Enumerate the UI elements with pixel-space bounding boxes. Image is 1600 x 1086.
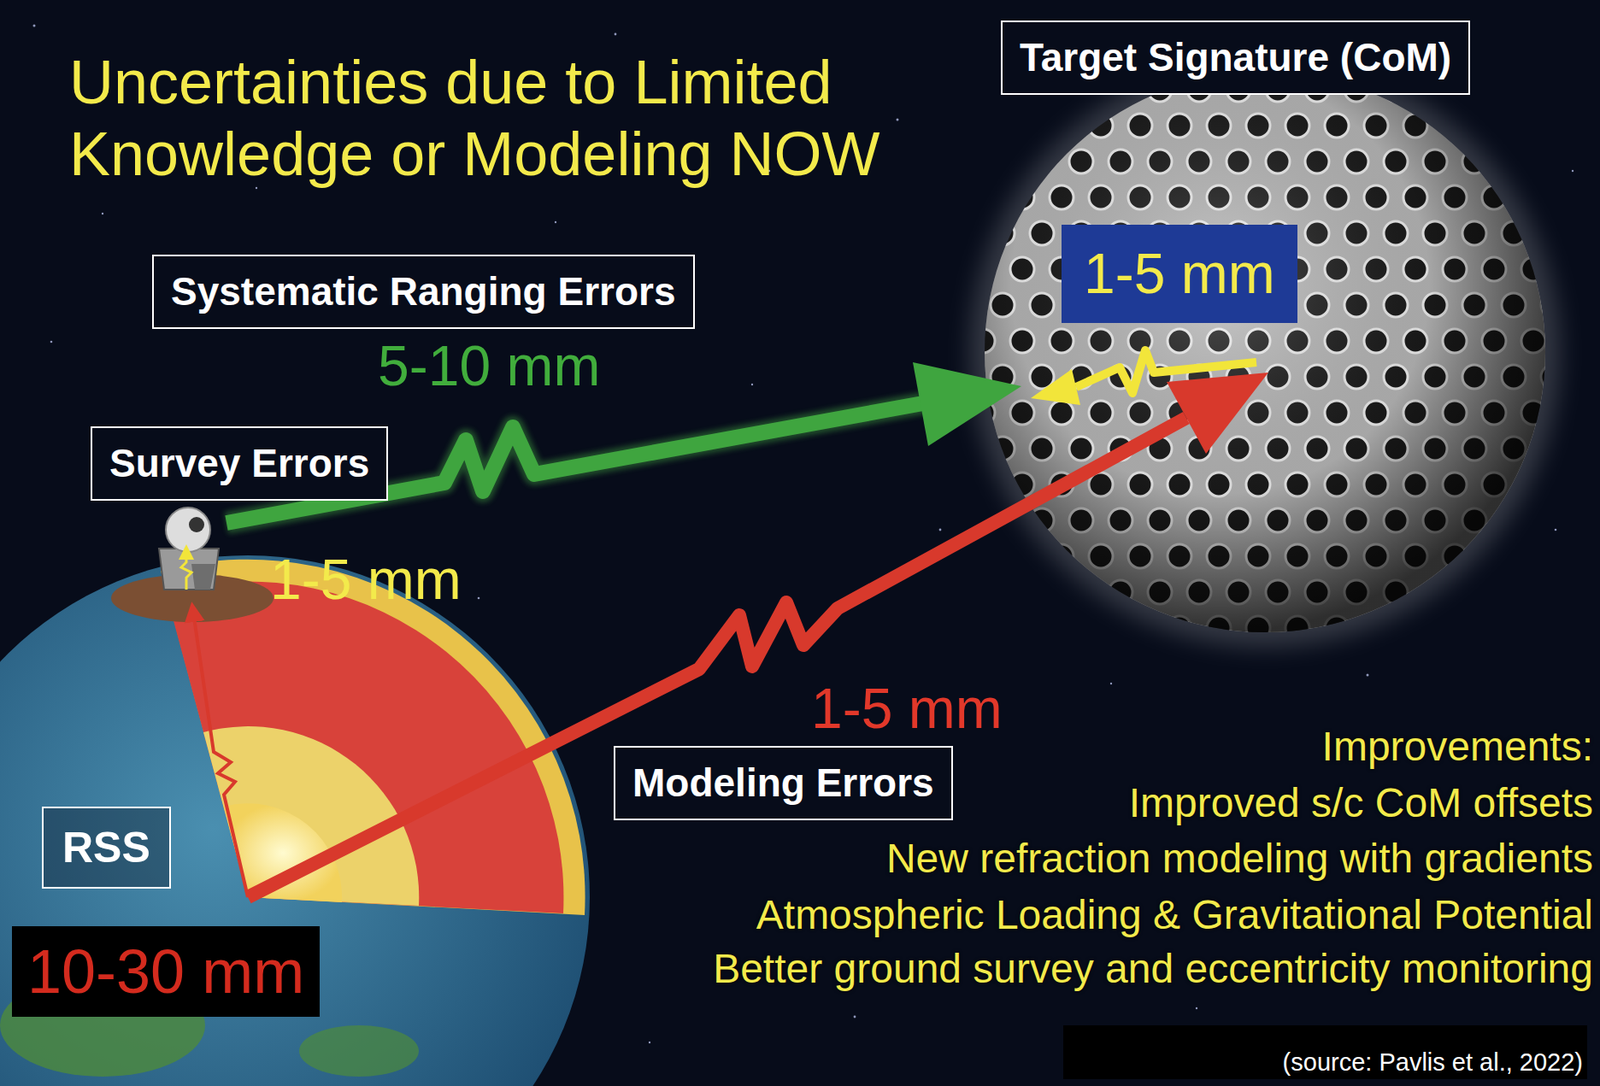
modeling-value: 1-5 mm (811, 680, 1003, 737)
satellite-sphere (970, 57, 1560, 648)
improvements-heading: Improvements: (1322, 723, 1594, 771)
core-to-station-line (193, 611, 248, 898)
survey-box: Survey Errors (90, 426, 389, 501)
com-offset-arrow (1030, 350, 1257, 406)
target-value-box: 1-5 mm (1061, 224, 1298, 324)
box-text: RSS (62, 822, 151, 874)
improvement-item: Atmospheric Loading & Gravitational Pote… (756, 891, 1594, 940)
improvement-item: Improved s/c CoM offsets (1129, 779, 1594, 828)
box-text: Systematic Ranging Errors (170, 268, 677, 316)
modeling-arrow (247, 372, 1269, 898)
modeling-box: Modeling Errors (613, 746, 953, 821)
redaction-block (1063, 1025, 1588, 1080)
rss-box: RSS (41, 806, 171, 889)
improvement-item: Better ground survey and eccentricity mo… (712, 945, 1594, 994)
box-text: 10-30 mm (27, 935, 305, 1009)
title: Uncertainties due to Limited Knowledge o… (69, 46, 924, 190)
total-value-box: 10-30 mm (11, 926, 320, 1018)
box-text: 1-5 mm (1083, 240, 1276, 308)
earth-cutaway (0, 555, 590, 1086)
ranging-value: 5-10 mm (377, 337, 600, 395)
survey-value: 1-5 mm (270, 551, 462, 608)
box-text: Survey Errors (109, 440, 370, 488)
stars (33, 24, 1575, 1045)
ranging-box: Systematic Ranging Errors (152, 254, 695, 330)
source-note: (source: Pavlis et al., 2022) (1282, 1050, 1583, 1076)
target-box: Target Signature (CoM) (1000, 20, 1471, 95)
box-text: Target Signature (CoM) (1019, 34, 1452, 82)
box-text: Modeling Errors (632, 759, 935, 807)
improvement-item: New refraction modeling with gradients (886, 835, 1594, 883)
